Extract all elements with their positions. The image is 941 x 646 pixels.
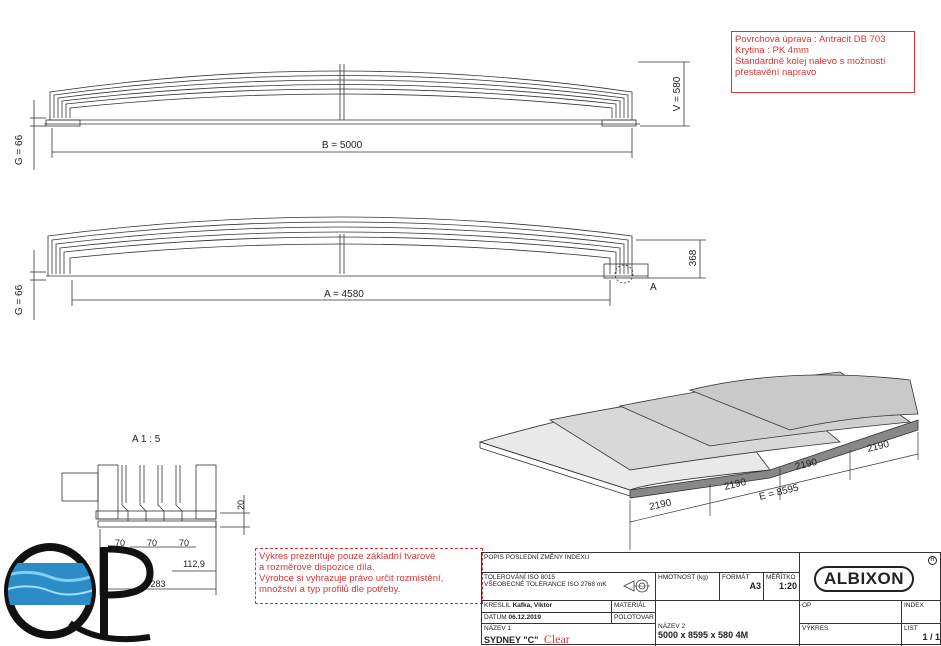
albixon-logo: ALBIXON bbox=[814, 566, 914, 592]
note-line: a rozměrové dispozice díla. bbox=[259, 562, 375, 573]
changes-cell: POPIS POSLEDNÍ ZMĚNY INDEXU bbox=[482, 553, 800, 573]
title-block: POPIS POSLEDNÍ ZMĚNY INDEXU TOLEROVÁNÍ I… bbox=[481, 552, 941, 646]
scale-cell: MĚŘÍTKO 1:20 bbox=[764, 573, 800, 601]
dim-a: A = 4580 bbox=[324, 289, 364, 300]
drawing-cell: VÝKRES bbox=[800, 624, 902, 646]
logo-cell: ALBIXON R bbox=[800, 553, 941, 601]
note-line: Výrobce si vyhrazuje právo určit rozmíst… bbox=[259, 573, 444, 584]
note-line: Standardně kolej nalevo s možností bbox=[735, 56, 886, 67]
dim-m3: 2190 bbox=[794, 457, 819, 473]
detail-title: A 1 : 5 bbox=[132, 434, 161, 445]
date-cell: DATUM 06.12.2019 bbox=[482, 613, 612, 624]
isometric-view: 2190 2190 2190 2190 E = 8595 bbox=[478, 371, 919, 550]
note-line: Krytina : PK 4mm bbox=[735, 45, 809, 56]
dim-20: 20 bbox=[236, 500, 246, 510]
note-line: množství a typ profilů dle potřeby. bbox=[259, 584, 401, 595]
index-cell: INDEX bbox=[902, 601, 941, 624]
dim-368: 368 bbox=[688, 249, 699, 266]
dim-70a: 70 bbox=[115, 538, 125, 548]
dim-m2: 2190 bbox=[723, 477, 748, 493]
front-view-bottom: A = 4580 368 G = 66 A bbox=[14, 216, 706, 320]
dim-e: E = 8595 bbox=[758, 482, 800, 503]
name2-cell: NÁZEV 2 5000 x 8595 x 580 4M bbox=[656, 601, 800, 646]
dim-g2: G = 66 bbox=[14, 284, 25, 315]
name1-cell: NÁZEV 1 SYDNEY "C" Clear bbox=[482, 624, 656, 646]
mass-cell: HMOTNOST (kg) bbox=[656, 573, 720, 601]
sheet-cell: LIST 1 / 1 bbox=[904, 625, 940, 642]
note-line: Povrchová úprava : Antracit DB 703 bbox=[735, 34, 886, 45]
dim-m1: 2190 bbox=[648, 497, 672, 512]
dim-g1: G = 66 bbox=[14, 134, 25, 165]
dim-70c: 70 bbox=[179, 538, 189, 548]
dim-v: V = 580 bbox=[672, 76, 683, 111]
projection-symbol-icon bbox=[623, 579, 650, 593]
front-view-top: B = 5000 V = 580 G = 66 bbox=[14, 61, 690, 170]
dim-m4: 2190 bbox=[866, 439, 891, 455]
tolerance-cell: TOLEROVÁNÍ ISO 8015 VŠEOBECNÉ TOLERANCE … bbox=[482, 573, 656, 601]
detail-marker-a: A bbox=[650, 282, 657, 293]
detail-a-view: A 1 : 5 20 70 70 70 112,9 283 bbox=[61, 434, 250, 595]
dim-70b: 70 bbox=[147, 538, 157, 548]
dim-1129: 112,9 bbox=[183, 559, 205, 569]
note-line: Výkres prezentuje pouze základní tvarové bbox=[259, 551, 436, 562]
surface-note: Povrchová úprava : Antracit DB 703 Kryti… bbox=[731, 31, 915, 93]
op-cell: OP bbox=[800, 601, 902, 624]
note-line: přestavění napravo bbox=[735, 67, 817, 78]
dim-b: B = 5000 bbox=[322, 140, 363, 151]
qp-watermark-logo bbox=[4, 543, 154, 643]
semi-cell: POLOTOVAR bbox=[612, 613, 656, 624]
material-cell: MATERIÁL bbox=[612, 601, 656, 613]
registered-mark-icon: R bbox=[928, 556, 937, 565]
drawn-cell: KRESLIL Kafka, Viktor bbox=[482, 601, 612, 613]
dim-283: 283 bbox=[150, 579, 165, 589]
disclaimer-note: Výkres prezentuje pouze základní tvarové… bbox=[255, 548, 483, 604]
format-cell: FORMÁT A3 bbox=[720, 573, 764, 601]
